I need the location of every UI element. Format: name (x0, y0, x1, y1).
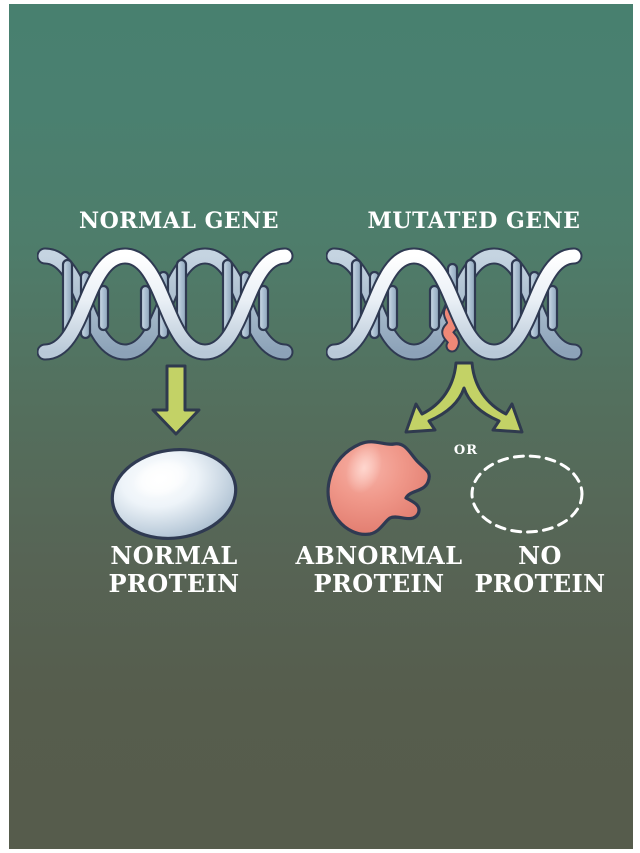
forked-down-arrow-icon (404, 361, 524, 434)
dna-double-helix-icon (37, 247, 294, 361)
abnormal-protein-label: ABNORMAL PROTEIN (295, 541, 463, 599)
dashed-ellipse-icon (470, 454, 584, 534)
mutated-gene-title: MUTATED GENE (367, 208, 581, 234)
or-label: OR (453, 443, 479, 458)
normal-gene-title: NORMAL GENE (78, 208, 280, 234)
normal-protein-label: NORMAL PROTEIN (108, 541, 240, 599)
blob-protein-icon (326, 440, 431, 536)
no-protein-label: NO PROTEIN (474, 541, 606, 599)
dna-double-helix-mutated-icon (326, 247, 583, 361)
down-arrow-icon (151, 364, 201, 436)
ellipse-protein-icon (110, 447, 238, 541)
illustration-panel: NORMAL GENE MUTATED GENE (9, 4, 633, 849)
